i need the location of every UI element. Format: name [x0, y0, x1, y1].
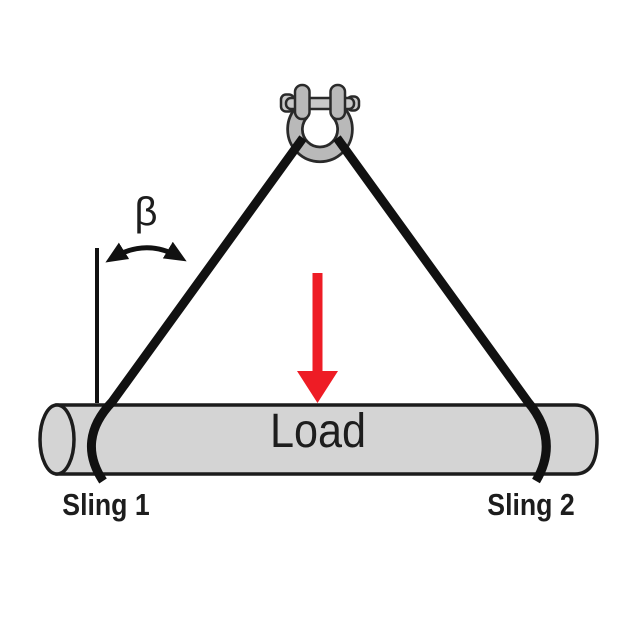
sling-2-line [333, 135, 551, 484]
cylinder-body [55, 403, 599, 476]
shackle-ear-right [329, 83, 347, 121]
load-label: Load [269, 405, 367, 458]
load-force-down-arrow-icon [297, 273, 338, 403]
shackle-icon [279, 83, 361, 164]
angle-beta-label: β [134, 190, 158, 234]
angle-arc-double-arrow-icon [105, 241, 187, 263]
sling-1-line [86, 135, 307, 484]
shackle-bow [289, 107, 351, 161]
sling-1-label: Sling 1 [62, 487, 150, 522]
cylinder-end-cap [38, 403, 76, 476]
sling-2-label: Sling 2 [487, 487, 575, 522]
load-cylinder [38, 403, 599, 476]
force-arrow-head [297, 371, 338, 403]
shackle-ear-left [293, 83, 311, 121]
